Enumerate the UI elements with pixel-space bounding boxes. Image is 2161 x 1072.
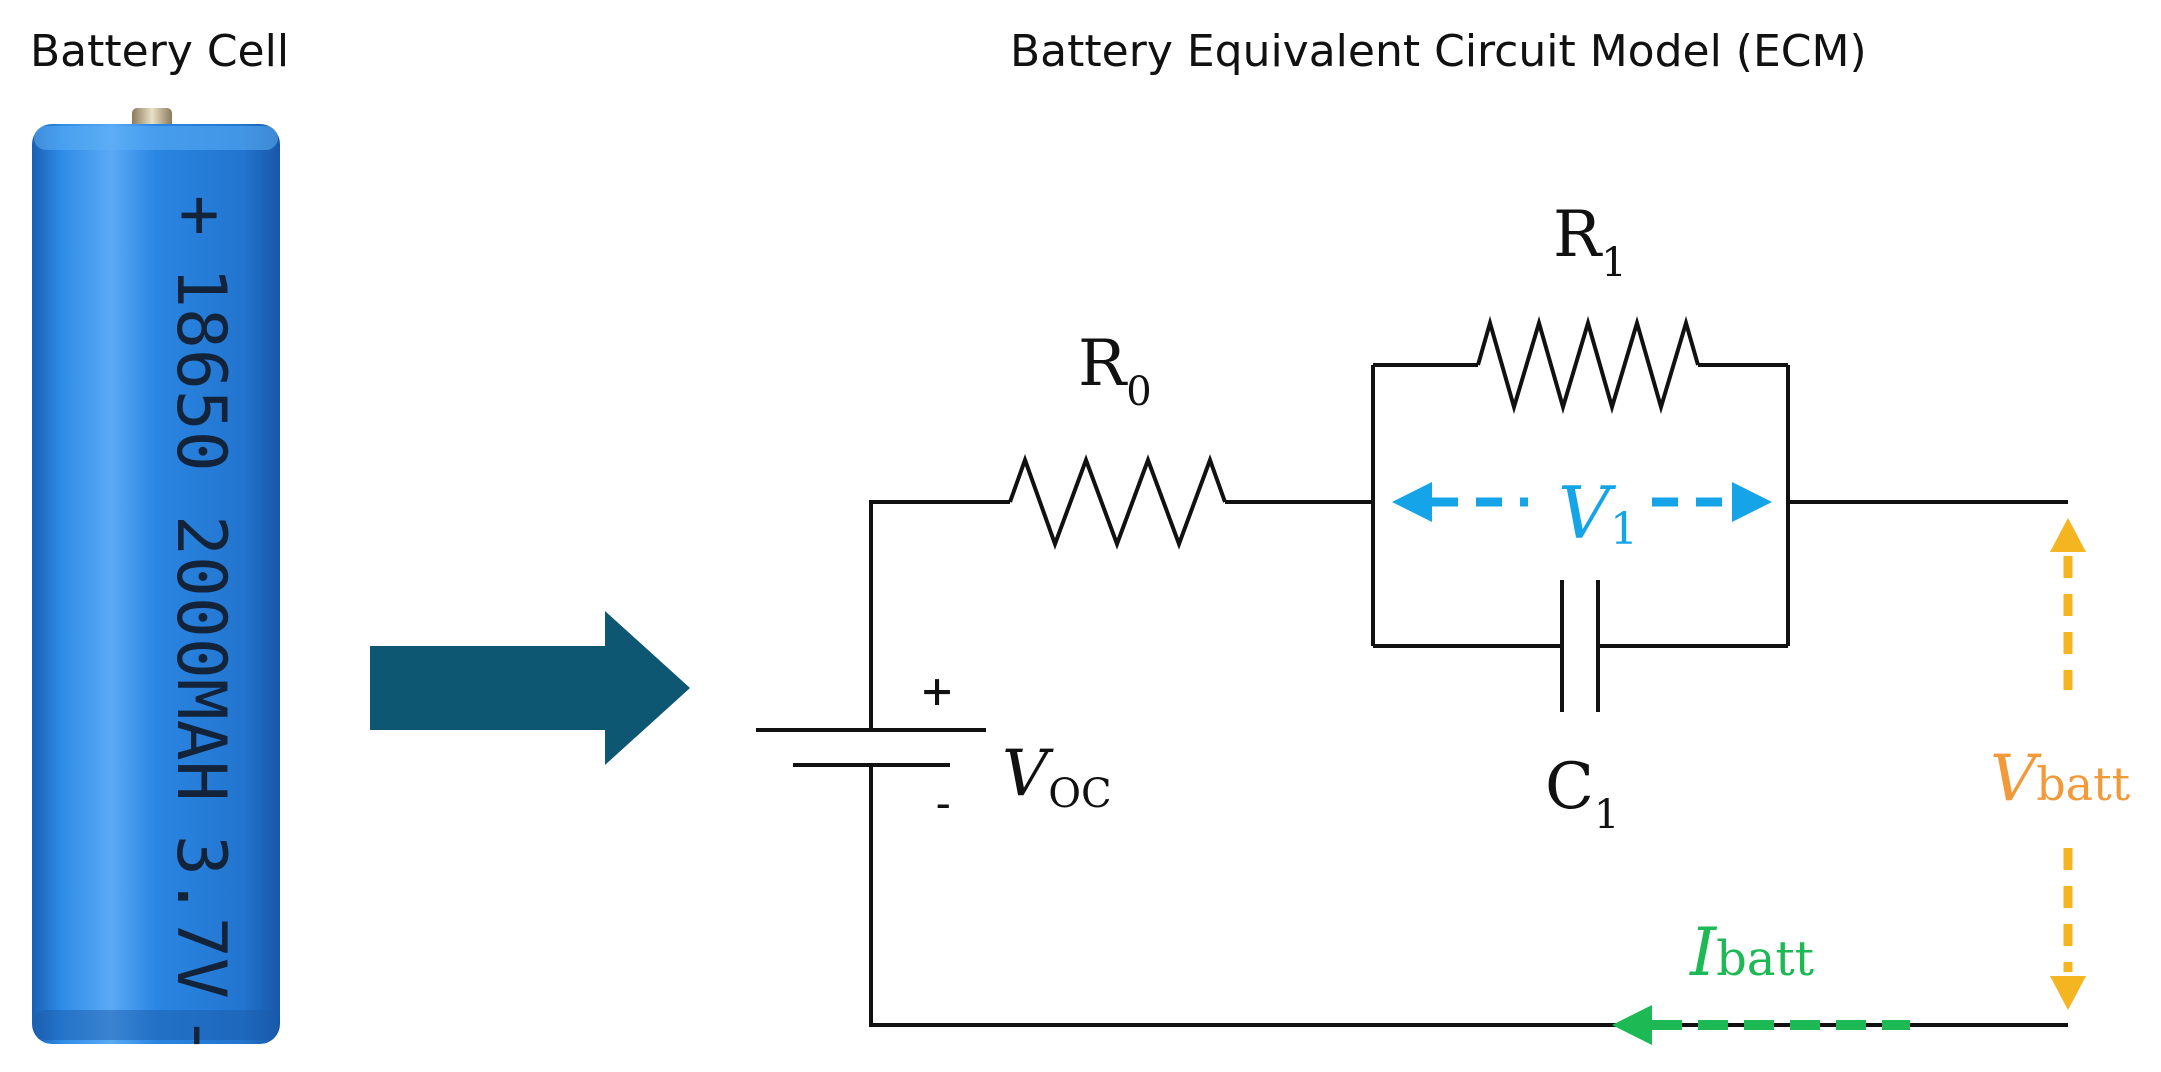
battery-voltage-label: 3.7V: [161, 835, 240, 999]
v1-indicator: V1: [1392, 471, 1772, 555]
ibatt-indicator: Ibatt: [1612, 914, 1910, 1045]
battery-capacity-label: 2000MAH: [161, 515, 240, 802]
vbatt-indicator: Vbatt: [1990, 518, 2131, 1010]
vbatt-label: Vbatt: [1990, 742, 2131, 816]
v1-label: V1: [1558, 471, 1638, 555]
c1-label: C1: [1545, 750, 1619, 838]
battery-minus-label: -: [161, 1015, 240, 1056]
voc-plus-label: +: [922, 662, 952, 720]
battery-plus-label: +: [161, 195, 240, 236]
transform-arrow: [370, 611, 690, 765]
battery-model-label: 18650: [161, 267, 240, 472]
r1-label: R1: [1553, 198, 1627, 286]
circuit-wiring: [756, 315, 2068, 1027]
battery-body: [32, 124, 280, 1044]
r0-label: R0: [1078, 327, 1152, 415]
ecm-title: Battery Equivalent Circuit Model (ECM): [1010, 26, 1867, 77]
voc-minus-label: -: [930, 778, 957, 829]
resistor-r1: [1476, 315, 1700, 415]
battery-cell-title: Battery Cell: [30, 26, 290, 77]
resistor-r0: [1008, 454, 1227, 550]
battery-cell: + 18650 2000MAH 3.7V -: [32, 108, 280, 1056]
ibatt-label: Ibatt: [1689, 914, 1814, 991]
voc-label: VOC: [1002, 737, 1112, 817]
